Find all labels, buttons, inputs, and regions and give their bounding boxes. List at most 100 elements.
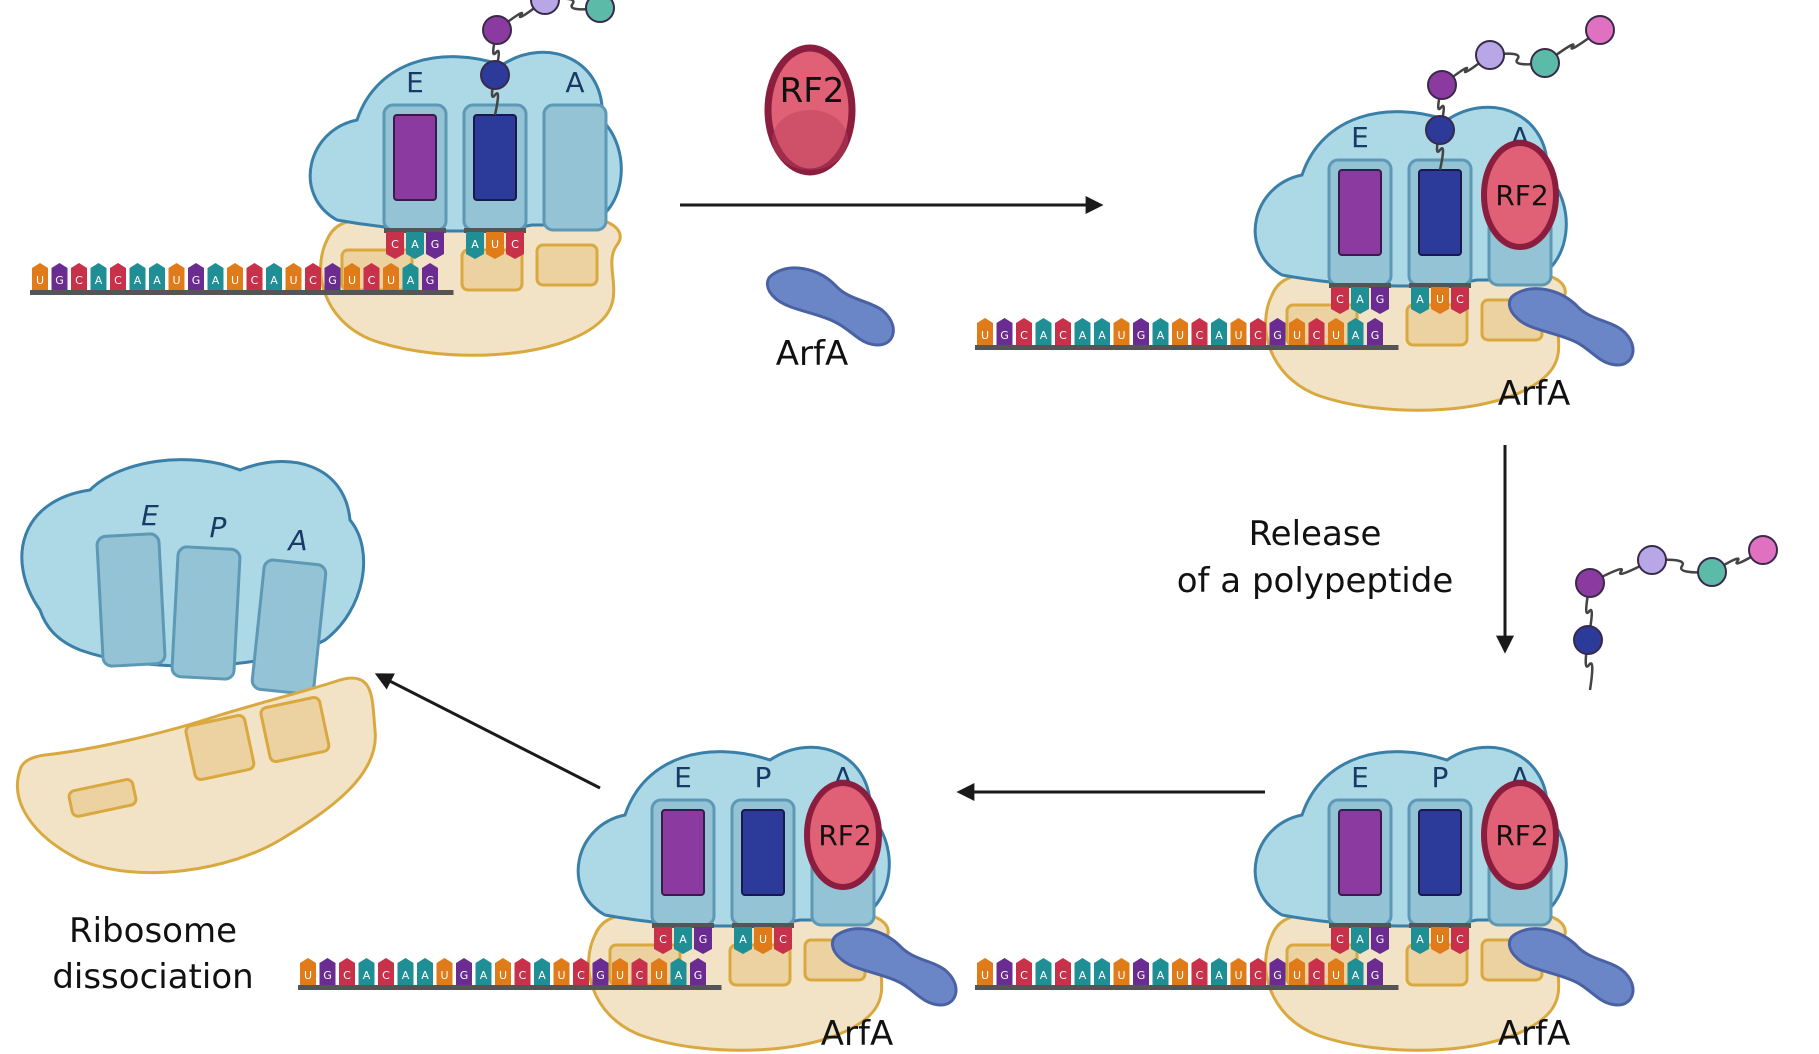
amino-acid-bead [1530,48,1560,78]
svg-text:U: U [1176,329,1184,342]
mrna-base: C [1250,318,1266,345]
svg-text:U: U [616,969,624,982]
anticodon-base: C [1451,287,1469,314]
site-letter: A [565,66,584,99]
anticodon-base: G [426,232,444,259]
mrna-base: C [631,958,648,985]
mrna-base: A [534,958,550,985]
mrna-base: A [1094,958,1110,985]
mrna-base: A [1074,958,1091,985]
mrna-base: C [363,263,380,290]
svg-text:U: U [1234,329,1242,342]
site-letter: E [406,66,424,99]
mrna-base: C [71,263,87,290]
dissociated-site-letter: A [286,524,307,557]
amino-acid-bead [1585,15,1615,45]
svg-text:G: G [328,274,337,287]
trna-p-site [1418,169,1462,256]
svg-text:A: A [480,969,488,982]
dissociated-site-letter: E [141,499,159,532]
svg-text:G: G [323,969,332,982]
anticodon-base: A [466,232,484,259]
trna-e-site [1338,809,1382,896]
svg-text:C: C [391,238,399,251]
mrna-base: G [690,958,706,985]
site-letter: P [755,761,772,794]
dissociated-site-slot [170,545,242,681]
mrna-base: A [1074,318,1091,345]
svg-text:A: A [153,274,161,287]
svg-text:C: C [1456,933,1464,946]
dissociated-site-slot [250,558,328,696]
anticodon-base: U [1431,927,1449,954]
mrna-base: U [436,958,453,985]
anticodon-base: A [674,927,692,954]
bound-arfa-label: ArfA [1498,374,1570,414]
site-letter: E [1351,761,1369,794]
svg-text:U: U [759,933,767,946]
mrna-base: U [344,263,360,290]
mrna-base: U [553,958,570,985]
site-letter: E [674,761,692,794]
svg-text:A: A [1215,969,1223,982]
amino-acid-bead [1697,557,1727,587]
mrna-base: C [1308,958,1325,985]
svg-text:G: G [694,969,703,982]
svg-text:C: C [1059,329,1067,342]
mrna-base: A [417,958,433,985]
released-polypeptide [1573,535,1778,691]
release-label-line2: of a polypeptide [1177,561,1454,601]
svg-text:A: A [363,969,371,982]
mrna-base: C [1055,318,1071,345]
anticodon-base: A [406,232,424,259]
anticodon-base: C [1451,927,1469,954]
mrna-base: A [90,263,107,290]
svg-text:U: U [440,969,448,982]
bound-rf2: RF2 [804,780,882,890]
process-arrows [374,196,1514,801]
mrna-base: A [397,958,414,985]
svg-text:C: C [1313,329,1321,342]
svg-text:A: A [1416,293,1424,306]
amino-acid-bead [1637,545,1667,575]
svg-text:A: A [1356,293,1364,306]
dissociated-pocket [259,695,331,764]
mrna-base: U [1113,318,1130,345]
mrna-base: A [1211,958,1227,985]
bound-arfa-label: ArfA [821,1014,893,1054]
bound-arfa [831,927,958,1007]
mrna-base: U [651,958,667,985]
anticodon-base: A [734,927,752,954]
svg-text:G: G [596,969,605,982]
nascent-polypeptide [480,0,615,116]
svg-text:C: C [114,274,122,287]
svg-text:G: G [1273,329,1282,342]
svg-text:A: A [675,969,683,982]
dissociation-label-line1: Ribosome [69,911,237,951]
rf2-label: RF2 [818,819,871,852]
svg-text:U: U [1117,329,1125,342]
site-letter: P [1432,761,1449,794]
mrna-base: A [1211,318,1227,345]
mrna-base: G [422,263,438,290]
svg-text:C: C [1196,969,1204,982]
svg-text:C: C [1336,933,1344,946]
svg-text:A: A [1040,969,1048,982]
trna-e-site [661,809,705,896]
svg-text:G: G [1137,329,1146,342]
svg-text:C: C [1020,329,1028,342]
mrna-base: A [1035,318,1052,345]
mrna-base: A [266,263,282,290]
mrna-base: U [1328,318,1344,345]
mrna-base: A [207,263,224,290]
mrna-base: U [1328,958,1344,985]
amino-acid-bead [1475,40,1505,70]
amino-acid-bead [530,0,560,15]
